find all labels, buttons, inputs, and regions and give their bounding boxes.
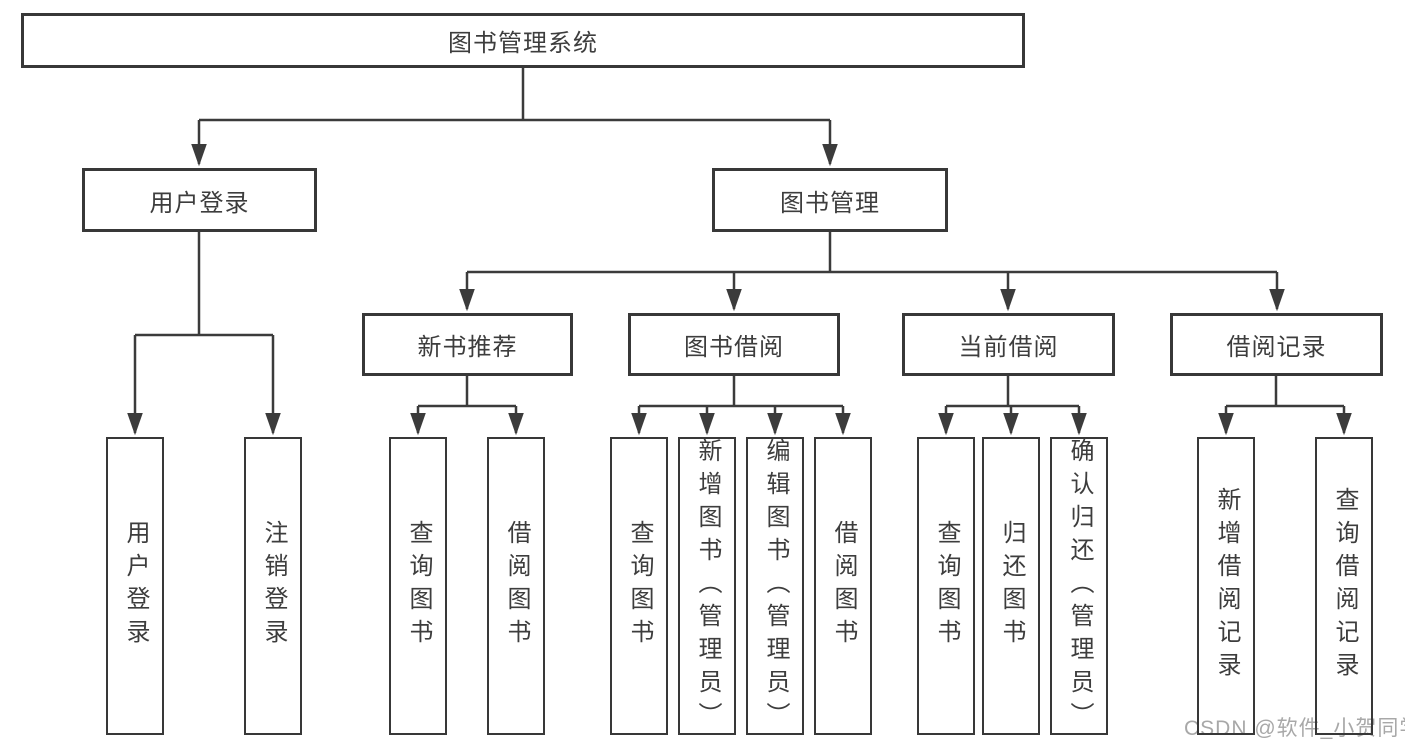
leaf-cb-query-book: 查询图书 — [917, 437, 975, 735]
node-label: 查询借阅记录 — [1331, 487, 1358, 685]
node-label: 图书借阅 — [684, 334, 784, 361]
connector-new-book-rec-children — [410, 376, 524, 436]
node-label: 图书管理 — [780, 189, 880, 217]
node-label: 新增借阅记录 — [1213, 487, 1240, 685]
connector-book-borrow-children — [631, 376, 851, 436]
node-label: 编辑图书（管理员） — [762, 437, 789, 735]
leaf-cb-confirm-return-admin: 确认归还（管理员） — [1050, 437, 1108, 735]
connector-current-borrow-children — [938, 376, 1087, 436]
leaf-cb-return-book: 归还图书 — [982, 437, 1040, 735]
node-label: 确认归还（管理员） — [1066, 437, 1093, 735]
node-label: 借阅图书 — [503, 520, 530, 652]
leaf-bb-add-book-admin: 新增图书（管理员） — [678, 437, 736, 735]
leaf-bb-borrow-book: 借阅图书 — [814, 437, 872, 735]
node-library-management-system: 图书管理系统 — [21, 13, 1025, 68]
leaf-bb-edit-book-admin: 编辑图书（管理员） — [746, 437, 804, 735]
leaf-br-add-record: 新增借阅记录 — [1197, 437, 1255, 735]
node-label: 注销登录 — [260, 520, 287, 652]
connector-user-login-children — [127, 232, 281, 436]
node-user-login: 用户登录 — [82, 168, 317, 232]
leaf-rec-query-book: 查询图书 — [389, 437, 447, 735]
leaf-user-login: 用户登录 — [106, 437, 164, 735]
node-label: 归还图书 — [998, 520, 1025, 652]
leaf-br-query-record: 查询借阅记录 — [1315, 437, 1373, 735]
leaf-rec-borrow-book: 借阅图书 — [487, 437, 545, 735]
node-current-borrowing: 当前借阅 — [902, 313, 1115, 376]
node-borrowing-records: 借阅记录 — [1170, 313, 1383, 376]
node-label: 查询图书 — [933, 520, 960, 652]
node-label: 图书管理系统 — [448, 30, 598, 57]
node-label: 新增图书（管理员） — [694, 437, 721, 735]
node-label: 新书推荐 — [417, 334, 518, 361]
node-label: 借阅记录 — [1226, 334, 1327, 361]
node-label: 当前借阅 — [958, 334, 1059, 361]
node-label: 借阅图书 — [830, 520, 857, 652]
node-label: 用户登录 — [122, 520, 149, 652]
leaf-bb-query-book: 查询图书 — [610, 437, 668, 735]
node-label: 查询图书 — [405, 520, 432, 652]
connector-borrow-record-children — [1218, 376, 1352, 436]
connector-root-to-level2 — [191, 68, 838, 167]
node-label: 用户登录 — [149, 189, 250, 217]
node-book-borrowing: 图书借阅 — [628, 313, 840, 376]
node-book-management: 图书管理 — [712, 168, 948, 232]
node-label: 查询图书 — [626, 520, 653, 652]
leaf-logout: 注销登录 — [244, 437, 302, 735]
connector-book-mgmt-children — [459, 232, 1285, 312]
node-new-book-recommendation: 新书推荐 — [362, 313, 573, 376]
